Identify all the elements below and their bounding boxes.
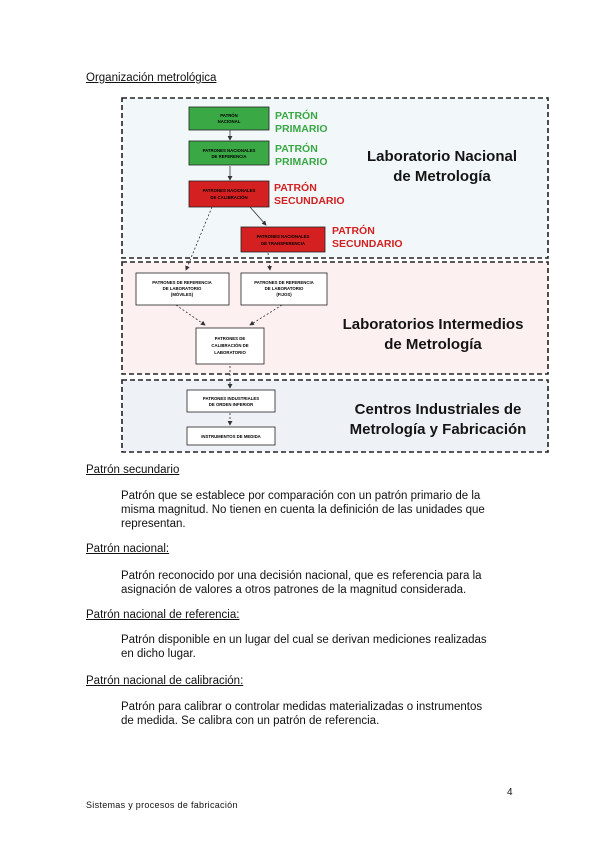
svg-text:Metrología y Fabricación: Metrología y Fabricación xyxy=(350,421,527,438)
region-title-nacional: Laboratorio Nacional de Metrología xyxy=(367,148,517,185)
body-line: Patrón disponible en un lugar del cual s… xyxy=(121,634,487,646)
box-text: PATRONES NACIONALES xyxy=(257,234,310,239)
body-line: Patrón reconocido por una decisión nacio… xyxy=(121,570,482,582)
box-text: PATRONES NACIONALES xyxy=(203,148,256,153)
box-text: DE LABORATORIO xyxy=(265,286,304,291)
box-text: INSTRUMENTOS DE MEDIDA xyxy=(201,434,261,439)
box-instrumentos-de-medida: INSTRUMENTOS DE MEDIDA xyxy=(186,426,276,446)
box-patrones-nacionales-referencia: PATRONES NACIONALES DE REFERENCIA xyxy=(188,140,270,166)
svg-text:Laboratorio Nacional: Laboratorio Nacional xyxy=(367,148,517,165)
body-line: asignación de valores a otros patrones d… xyxy=(121,584,467,596)
box-text: DE TRANSFERENCIA xyxy=(261,241,305,246)
svg-text:PRIMARIO: PRIMARIO xyxy=(275,156,328,168)
svg-text:PRIMARIO: PRIMARIO xyxy=(275,123,328,135)
box-text: PATRONES DE REFERENCIA xyxy=(152,280,212,285)
box-patrones-industriales: PATRONES INDUSTRIALES DE ORDEN INFERIOR xyxy=(186,389,276,413)
body-line: de medida. Se calibra con un patrón de r… xyxy=(121,715,380,727)
region-title-intermedios: Laboratorios Intermedios de Metrología xyxy=(343,316,524,353)
body-line: misma magnitud. No tienen en cuenta la d… xyxy=(121,504,485,516)
metrology-organization-diagram: PATRÓN NACIONAL PATRÓN PRIMARIO PATRONES… xyxy=(121,97,549,453)
svg-text:PATRÓN: PATRÓN xyxy=(275,109,318,122)
box-calibracion-laboratorio: PATRONES DE CALIBRACIÓN DE LABORATORIO xyxy=(195,327,265,365)
box-text: DE ORDEN INFERIOR xyxy=(209,402,254,407)
box-text: (FIJOS) xyxy=(276,292,292,297)
box-text: PATRONES DE xyxy=(215,336,246,341)
box-text: LABORATORIO xyxy=(214,350,246,355)
svg-text:Centros Industriales de: Centros Industriales de xyxy=(355,401,522,418)
section-heading-patron-nacional-referencia: Patrón nacional de referencia: xyxy=(86,609,240,621)
box-referencia-moviles: PATRONES DE REFERENCIA DE LABORATORIO (M… xyxy=(135,272,230,306)
section-body-patron-nacional: Patrón reconocido por una decisión nacio… xyxy=(121,569,521,597)
section-body-patron-nacional-referencia: Patrón disponible en un lugar del cual s… xyxy=(121,633,521,661)
svg-text:Laboratorios Intermedios: Laboratorios Intermedios xyxy=(343,316,524,333)
box-patrones-nacionales-transferencia: PATRONES NACIONALES DE TRANSFERENCIA xyxy=(240,226,326,253)
label-patron-secundario: PATRÓN SECUNDARIO xyxy=(274,181,345,207)
body-line: representan. xyxy=(121,518,186,530)
section-heading-patron-nacional-calibracion: Patrón nacional de calibración: xyxy=(86,675,244,687)
box-text: NACIONAL xyxy=(218,119,241,124)
box-text: PATRÓN xyxy=(220,113,238,118)
body-line: Patrón para calibrar o controlar medidas… xyxy=(121,701,483,713)
label-patron-primario-2: PATRÓN PRIMARIO xyxy=(275,142,328,168)
body-line: en dicho lugar. xyxy=(121,648,196,660)
page-number: 4 xyxy=(507,787,513,798)
box-text: CALIBRACIÓN DE xyxy=(211,343,248,348)
box-text: DE CALIBRACIÓN xyxy=(210,195,247,200)
page-title: Organización metrológica xyxy=(86,72,217,84)
section-body-patron-secundario: Patrón que se establece por comparación … xyxy=(121,489,521,531)
section-heading-patron-nacional: Patrón nacional: xyxy=(86,543,170,555)
box-patron-nacional: PATRÓN NACIONAL xyxy=(188,106,270,131)
svg-text:SECUNDARIO: SECUNDARIO xyxy=(332,238,403,250)
svg-text:de Metrología: de Metrología xyxy=(393,168,491,185)
svg-text:PATRÓN: PATRÓN xyxy=(274,181,317,194)
box-text: PATRONES INDUSTRIALES xyxy=(203,396,259,401)
label-patron-primario: PATRÓN PRIMARIO xyxy=(275,109,328,135)
box-text: PATRONES NACIONALES xyxy=(203,188,256,193)
box-patrones-nacionales-calibracion: PATRONES NACIONALES DE CALIBRACIÓN xyxy=(188,180,270,208)
section-heading-patron-secundario: Patrón secundario xyxy=(86,464,180,476)
label-patron-secundario-2: PATRÓN SECUNDARIO xyxy=(332,224,403,250)
body-line: Patrón que se establece por comparación … xyxy=(121,490,481,502)
box-text: PATRONES DE REFERENCIA xyxy=(254,280,314,285)
region-title-industriales: Centros Industriales de Metrología y Fab… xyxy=(350,401,527,438)
box-text: DE REFERENCIA xyxy=(211,154,246,159)
svg-text:de Metrología: de Metrología xyxy=(384,336,482,353)
box-text: DE LABORATORIO xyxy=(163,286,202,291)
box-text: (MÓVILES) xyxy=(171,292,194,297)
svg-text:PATRÓN: PATRÓN xyxy=(332,224,375,237)
svg-text:SECUNDARIO: SECUNDARIO xyxy=(274,195,345,207)
footer-text: Sistemas y procesos de fabricación xyxy=(86,800,238,810)
svg-text:PATRÓN: PATRÓN xyxy=(275,142,318,155)
section-body-patron-nacional-calibracion: Patrón para calibrar o controlar medidas… xyxy=(121,700,521,728)
box-referencia-fijos: PATRONES DE REFERENCIA DE LABORATORIO (F… xyxy=(240,272,328,306)
